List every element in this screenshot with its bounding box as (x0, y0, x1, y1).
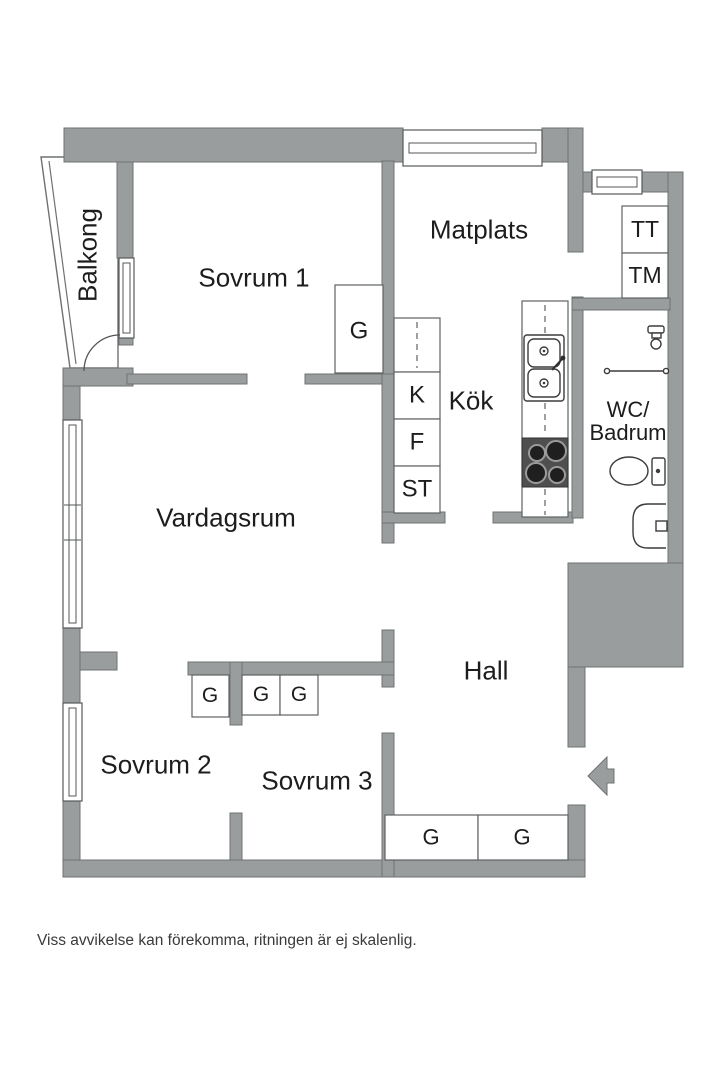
interior-walls (126, 160, 671, 878)
cleaning-closet-box (393, 465, 441, 514)
washer-box (621, 252, 669, 299)
wardrobe-box-sovrum2 (191, 674, 230, 718)
wardrobe-label-hall-b: G (513, 824, 531, 850)
room-label-wc-line2: Badrum (589, 420, 667, 445)
wardrobe-box-sovrum1 (334, 284, 384, 374)
wardrobe-label-hall-a: G (422, 824, 440, 850)
room-label-hall: Hall (463, 655, 509, 686)
room-label-vardagsrum: Vardagsrum (156, 502, 296, 533)
window-laundry-nook (591, 169, 643, 195)
wardrobe-box-sovrum3-b (279, 674, 319, 716)
washbasin-icon (632, 503, 668, 549)
toilet-icon (609, 456, 666, 486)
window-balcony-sovrum1 (118, 257, 135, 339)
unit-label-fridge: K (408, 381, 426, 409)
unit-label-washer: TM (628, 261, 662, 288)
sink-icon (523, 334, 566, 402)
disclaimer-text: Viss avvikelse kan förekomma, ritningen … (37, 932, 417, 949)
room-label-sovrum2: Sovrum 2 (100, 749, 212, 780)
room-label-sovrum1: Sovrum 1 (198, 262, 310, 293)
room-label-balkong: Balkong (72, 208, 103, 302)
wardrobe-label-sovrum2: G (201, 683, 219, 707)
wardrobe-label-sovrum3-b: G (290, 682, 308, 706)
stove-icon (521, 437, 569, 488)
unit-label-cleaning: ST (401, 475, 433, 503)
windows (62, 129, 643, 802)
room-label-wc-line1: WC/ (606, 396, 650, 422)
wardrobe-label-sovrum1: G (349, 317, 369, 345)
counter-dashed-lines (416, 305, 546, 515)
exterior-walls (62, 127, 684, 878)
wardrobe-label-sovrum3-a: G (252, 682, 270, 706)
entry-arrow-icon (587, 755, 615, 797)
room-label-kok: Kök (448, 385, 494, 416)
dryer-box (621, 205, 669, 254)
wardrobe-box-hall-a (384, 814, 479, 861)
shower-mixer-icon (647, 325, 665, 350)
window-vardagsrum (62, 419, 83, 629)
towel-rail-icon (603, 367, 670, 375)
room-label-sovrum3: Sovrum 3 (261, 765, 373, 796)
unit-label-freezer: F (409, 428, 425, 456)
fridge-box (393, 371, 441, 420)
window-matplats (402, 129, 543, 167)
room-label-wc-badrum: WC/ Badrum (589, 398, 666, 444)
window-sovrum2 (62, 702, 83, 802)
unit-label-dryer: TT (630, 215, 660, 242)
balcony-door-arc (83, 334, 121, 372)
room-label-matplats: Matplats (429, 214, 529, 245)
wardrobe-box-hall-b (477, 814, 569, 861)
wardrobe-box-sovrum3-a (241, 674, 281, 716)
